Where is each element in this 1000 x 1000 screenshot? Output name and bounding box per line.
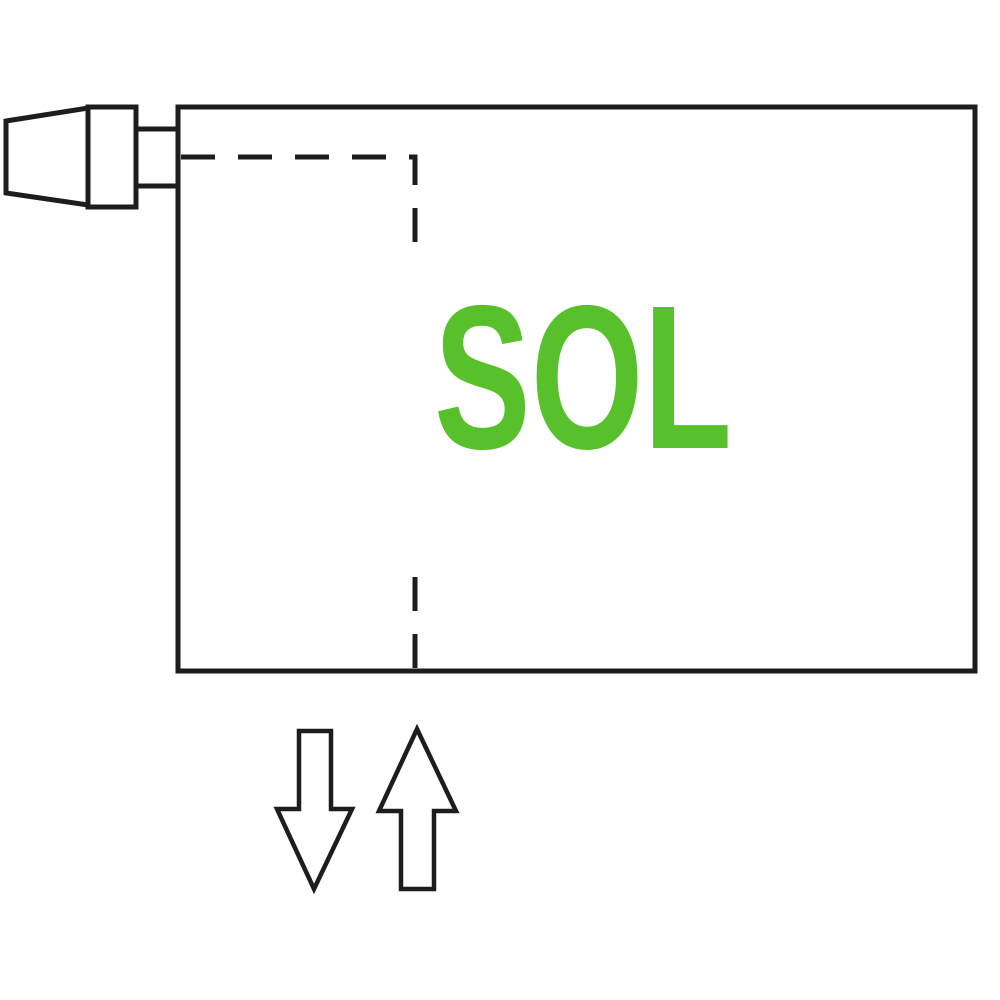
product-label: SOL bbox=[434, 263, 732, 492]
down-arrow-icon bbox=[273, 728, 356, 895]
up-arrow-icon bbox=[375, 723, 460, 892]
valve-cone bbox=[3, 105, 91, 208]
radiator-panel-outline bbox=[175, 104, 978, 674]
valve-body bbox=[85, 104, 139, 210]
flow-arrows bbox=[273, 723, 460, 895]
line-art bbox=[3, 104, 978, 674]
dashed-internal-pipe-top bbox=[181, 154, 418, 254]
thermostatic-valve-icon bbox=[3, 104, 181, 210]
valve-connector bbox=[133, 126, 181, 189]
